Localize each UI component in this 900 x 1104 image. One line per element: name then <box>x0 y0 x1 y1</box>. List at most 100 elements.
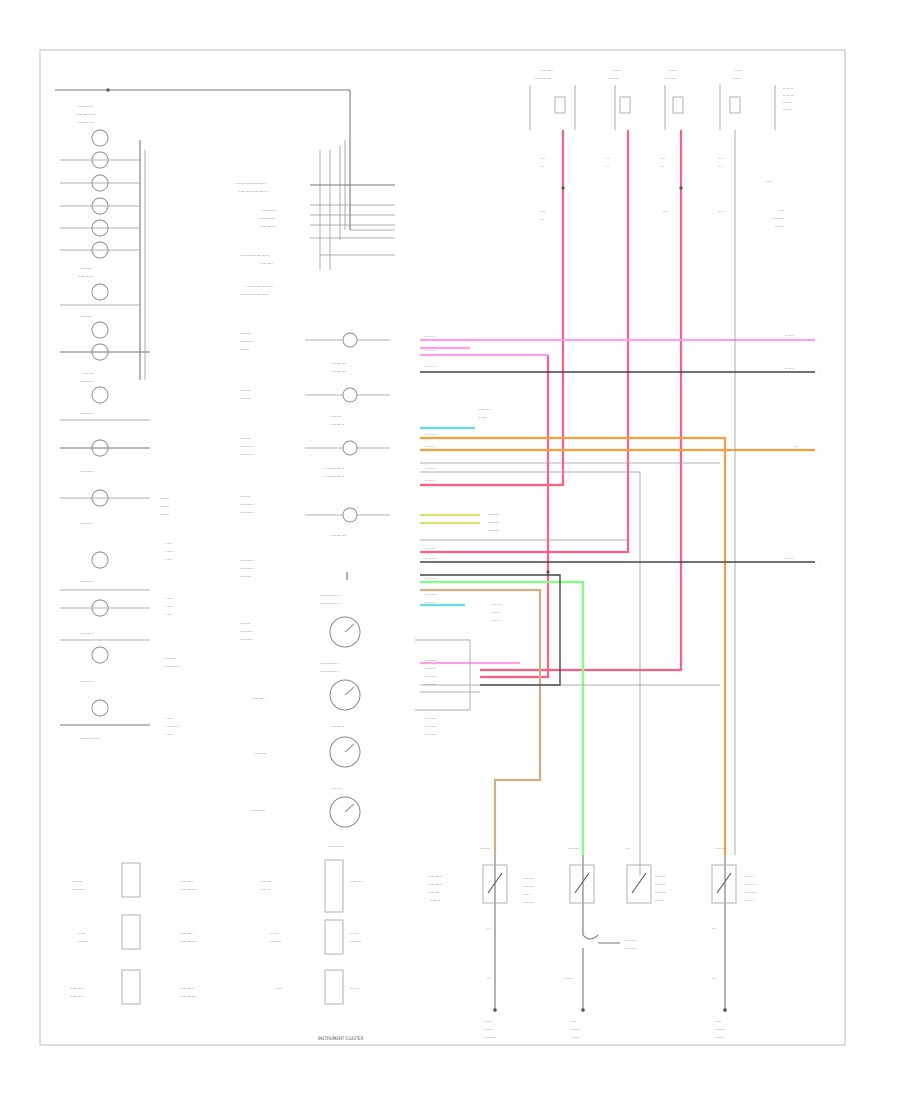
svg-text:········: ········ <box>715 846 725 851</box>
svg-text:·········: ········· <box>488 520 499 525</box>
svg-text:·······················: ······················· <box>240 292 269 297</box>
svg-text:········: ········ <box>430 898 440 903</box>
svg-text:·····: ····· <box>485 1019 491 1024</box>
svg-text:···············: ··············· <box>320 661 339 666</box>
svg-text:·········: ········· <box>425 724 436 729</box>
svg-text:·······: ······· <box>775 224 784 229</box>
svg-text:·········: ········· <box>745 890 756 895</box>
svg-text:···········: ··········· <box>240 444 254 449</box>
svg-text:········: ········ <box>240 494 250 499</box>
svg-text:···········: ··········· <box>80 631 94 636</box>
svg-text:···········: ··········· <box>180 986 194 991</box>
svg-text:········: ········ <box>425 364 435 369</box>
svg-text:·············: ············· <box>180 939 197 944</box>
svg-text:········: ········ <box>78 939 88 944</box>
svg-text:·········: ········· <box>255 751 266 756</box>
svg-text:·····: ····· <box>735 68 741 73</box>
svg-text:·············: ············· <box>328 844 345 849</box>
data-link-connector: ········· ········· ········· ········· … <box>415 639 471 737</box>
svg-text:·······: ······· <box>745 874 754 879</box>
svg-text:····: ···· <box>540 156 545 161</box>
left-lamp-column: ············ ··············· ···········… <box>55 88 351 741</box>
svg-text:·······: ······· <box>165 604 174 609</box>
svg-text:···············: ··············· <box>320 601 339 606</box>
svg-text:·························: ························· <box>235 181 267 186</box>
svg-text:·······: ······· <box>612 68 621 73</box>
svg-text:·······: ······· <box>478 415 487 420</box>
svg-text:·········: ········· <box>425 674 436 679</box>
svg-text:····: ···· <box>625 846 630 851</box>
svg-text:······: ······ <box>565 976 573 981</box>
svg-text:····: ···· <box>540 209 545 214</box>
svg-text:·······: ······· <box>160 512 169 517</box>
svg-text:·········: ········· <box>655 890 666 895</box>
bottom-switches: ········ ········· ···· ········ ·······… <box>428 846 756 1040</box>
svg-text:·······: ······· <box>522 892 531 897</box>
svg-text:···········: ··········· <box>240 510 254 515</box>
svg-text:·········: ········· <box>240 436 251 441</box>
svg-text:··········: ·········· <box>478 407 491 412</box>
svg-text:·············: ············· <box>180 887 197 892</box>
svg-text:···········: ··········· <box>70 986 84 991</box>
svg-text:·······: ······· <box>160 504 169 509</box>
svg-text:·······················: ······················· <box>238 189 267 194</box>
svg-text:······: ······ <box>485 1027 493 1032</box>
svg-text:···········: ··········· <box>80 679 94 684</box>
svg-text:·····: ····· <box>165 612 171 617</box>
svg-text:···: ··· <box>540 164 544 169</box>
svg-text:·······: ······· <box>783 100 792 105</box>
svg-text:··········: ·········· <box>540 68 553 73</box>
svg-text:·······: ······· <box>240 347 249 352</box>
gauge-icon <box>329 616 361 828</box>
svg-text:···············: ··············· <box>325 466 344 471</box>
svg-text:········: ········ <box>425 348 435 353</box>
svg-text:············: ············ <box>78 104 93 109</box>
svg-text:···: ··· <box>660 164 664 169</box>
svg-text:·········: ········· <box>665 76 676 81</box>
svg-text:········: ········ <box>783 86 793 91</box>
svg-text:·········: ········· <box>522 876 533 881</box>
fuse-icon <box>554 96 741 114</box>
svg-text:······: ······ <box>715 1035 723 1040</box>
svg-text:········: ········ <box>655 874 665 879</box>
svg-text:·········: ········· <box>425 556 436 561</box>
svg-text:·····: ····· <box>165 557 171 562</box>
svg-text:·········: ········· <box>522 884 533 889</box>
svg-text:········: ········ <box>490 610 500 615</box>
svg-text:····: ···· <box>718 209 723 214</box>
svg-text:·····: ····· <box>165 541 171 546</box>
footer-label: INSTRUMENT CLUSTER <box>318 1036 364 1041</box>
svg-text:·········: ········· <box>350 939 361 944</box>
svg-text:····: ···· <box>660 156 665 161</box>
svg-text:··········: ·········· <box>80 314 93 319</box>
svg-text:··········: ·········· <box>240 629 253 634</box>
svg-text:·: · <box>820 562 821 567</box>
svg-text:·············: ············· <box>535 76 552 81</box>
svg-text:··········: ·········· <box>70 994 83 999</box>
svg-text:········: ········ <box>240 621 250 626</box>
svg-text:········: ········ <box>425 546 435 551</box>
svg-text:·········: ········· <box>783 93 794 98</box>
svg-text:···········: ··········· <box>165 664 179 669</box>
svg-text:···············: ··············· <box>320 669 339 674</box>
svg-text:·: · <box>820 451 821 456</box>
svg-text:······················: ······················ <box>245 284 273 289</box>
svg-text:··········: ·········· <box>252 696 265 701</box>
svg-text:········: ········ <box>425 600 435 605</box>
svg-text:···: ··· <box>487 926 491 931</box>
svg-text:·······: ······· <box>668 68 677 73</box>
svg-text:·······: ······· <box>160 496 169 501</box>
svg-text:·······: ······· <box>785 366 794 371</box>
svg-text:··········: ·········· <box>180 931 193 936</box>
svg-text:···: ··· <box>605 164 609 169</box>
svg-text:···········: ··········· <box>428 882 442 887</box>
svg-text:···: ··· <box>487 976 491 981</box>
svg-text:·············: ············· <box>78 120 95 125</box>
svg-text:·········: ········· <box>425 432 436 437</box>
svg-text:···············: ··············· <box>80 736 99 741</box>
svg-text:··········: ·········· <box>625 938 638 943</box>
svg-text:·····: ····· <box>570 1019 576 1024</box>
svg-text:·······: ······· <box>165 596 174 601</box>
center-connectors: ························· ··············… <box>235 140 395 297</box>
